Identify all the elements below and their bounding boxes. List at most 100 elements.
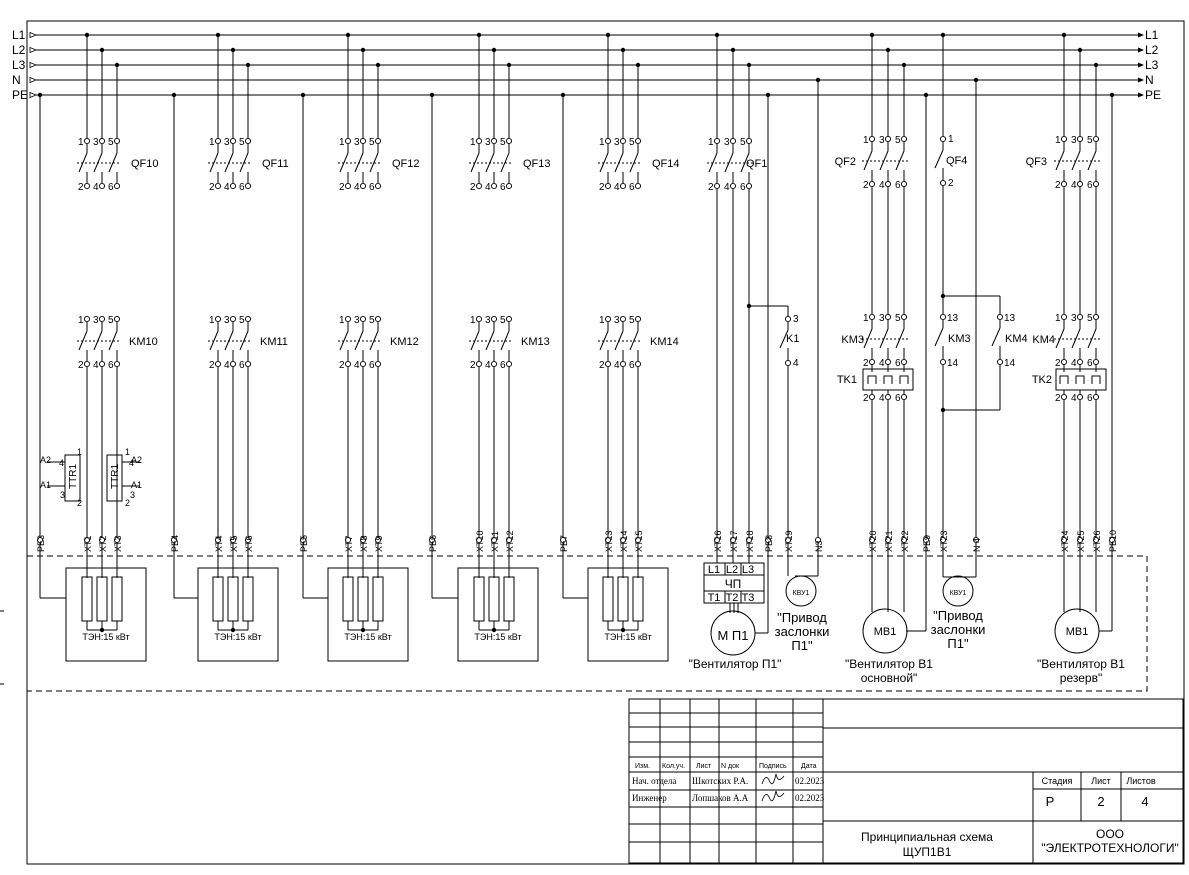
terminal-ring [344,315,352,323]
stage-value: Р [1046,794,1055,809]
terminal-label: XT6 [244,535,254,552]
heating-element [212,576,224,622]
bus-arrow-left [29,31,38,39]
terminal-ring [996,358,1004,366]
terminal-ring [729,536,737,544]
junction-dot [1093,62,1099,68]
heating-element [111,576,123,622]
heating-element [96,576,108,622]
heater-box [457,567,539,662]
junction-dot [230,47,236,53]
terminal-label: XT3 [113,535,123,552]
junction-dot [360,627,366,633]
pin-number: 6 [500,182,506,193]
pin-number: 4 [129,458,134,468]
pin-number: 3 [879,313,885,324]
terminal-ring [490,360,498,368]
terminal-label: XT16 [713,530,723,552]
heater-rating: ТЭН:15 кВт [344,632,391,642]
device-label: KM11 [260,336,288,348]
pin-number: 3 [485,137,491,148]
pin-number: 4 [1071,180,1077,191]
junction-dot [84,32,90,38]
bus-label-left: L2 [12,43,26,57]
terminal-label: XT12 [505,530,515,552]
terminal-label: PE8 [764,535,774,552]
junction-dot [1061,32,1067,38]
drawing-title: ЩУП1В1 [903,845,952,859]
terminal-ring [939,135,947,143]
terminal-ring [505,315,513,323]
junction-dot [345,32,351,38]
overload-box [862,368,914,391]
actuator-circle [942,575,974,607]
vfd-input: L2 [726,564,738,576]
terminal-ring [1092,393,1100,401]
terminal-ring [900,313,908,321]
pin-number: 6 [108,182,114,193]
terminal-ring [490,182,498,190]
device-label: KM3 [841,334,864,346]
motor-caption: резерв" [1060,671,1102,685]
terminal-ring [713,137,721,145]
stage-label: Стадия [1042,776,1073,786]
terminal-ring [113,315,121,323]
pin-number: 2 [77,498,82,508]
terminal-ring [939,536,947,544]
junction-dot [869,32,875,38]
terminal-ring [490,137,498,145]
terminal-label: PE9 [922,535,932,552]
junction-dot [360,47,366,53]
terminal-ring [475,360,483,368]
junction-dot [506,62,512,68]
terminal-ring [713,182,721,190]
terminal-ring [619,182,627,190]
bus-label-right: PE [1145,88,1161,102]
terminal-label: XT23 [939,530,949,552]
terminal-ring [475,137,483,145]
device-label: KM13 [521,336,550,348]
pin-number: 5 [1087,313,1093,324]
pin-number: 1 [209,315,215,326]
terminal-ring [359,182,367,190]
pin-number: 5 [740,137,746,148]
terminal-ring [634,536,642,544]
device-label: KM3 [948,333,971,345]
terminal-ring [244,182,252,190]
pin-number: 4 [614,360,620,371]
heating-element [81,576,93,622]
terminal-ring [939,179,947,187]
pin-number: 1 [599,137,605,148]
terminal-ring [604,315,612,323]
pin-number: 3 [485,315,491,326]
pin-number: 4 [1071,393,1077,404]
pin-number: 5 [895,313,901,324]
pin-number: 2 [78,182,84,193]
junction-dot [476,32,482,38]
pin-number: 2 [1055,358,1061,369]
terminal-ring [745,137,753,145]
junction-dot [99,627,105,633]
switch-blade [779,329,789,349]
terminal-ring [83,137,91,145]
heating-element [602,576,614,622]
pe-label: PE3 [36,535,46,552]
terminal-ring [359,360,367,368]
junction-dot [114,62,120,68]
pin-number: 1 [1055,135,1061,146]
terminal-ring [784,359,792,367]
motor-caption: "Вентилятор П1" [689,657,782,671]
heating-element [227,576,239,622]
terminal-ring [229,360,237,368]
junction-dot [300,92,306,98]
terminal-ring [505,360,513,368]
terminal-ring [229,182,237,190]
terminal-label: XT22 [900,530,910,552]
terminal-ring [1060,536,1068,544]
terminal-ring [359,137,367,145]
terminal-ring [996,313,1004,321]
